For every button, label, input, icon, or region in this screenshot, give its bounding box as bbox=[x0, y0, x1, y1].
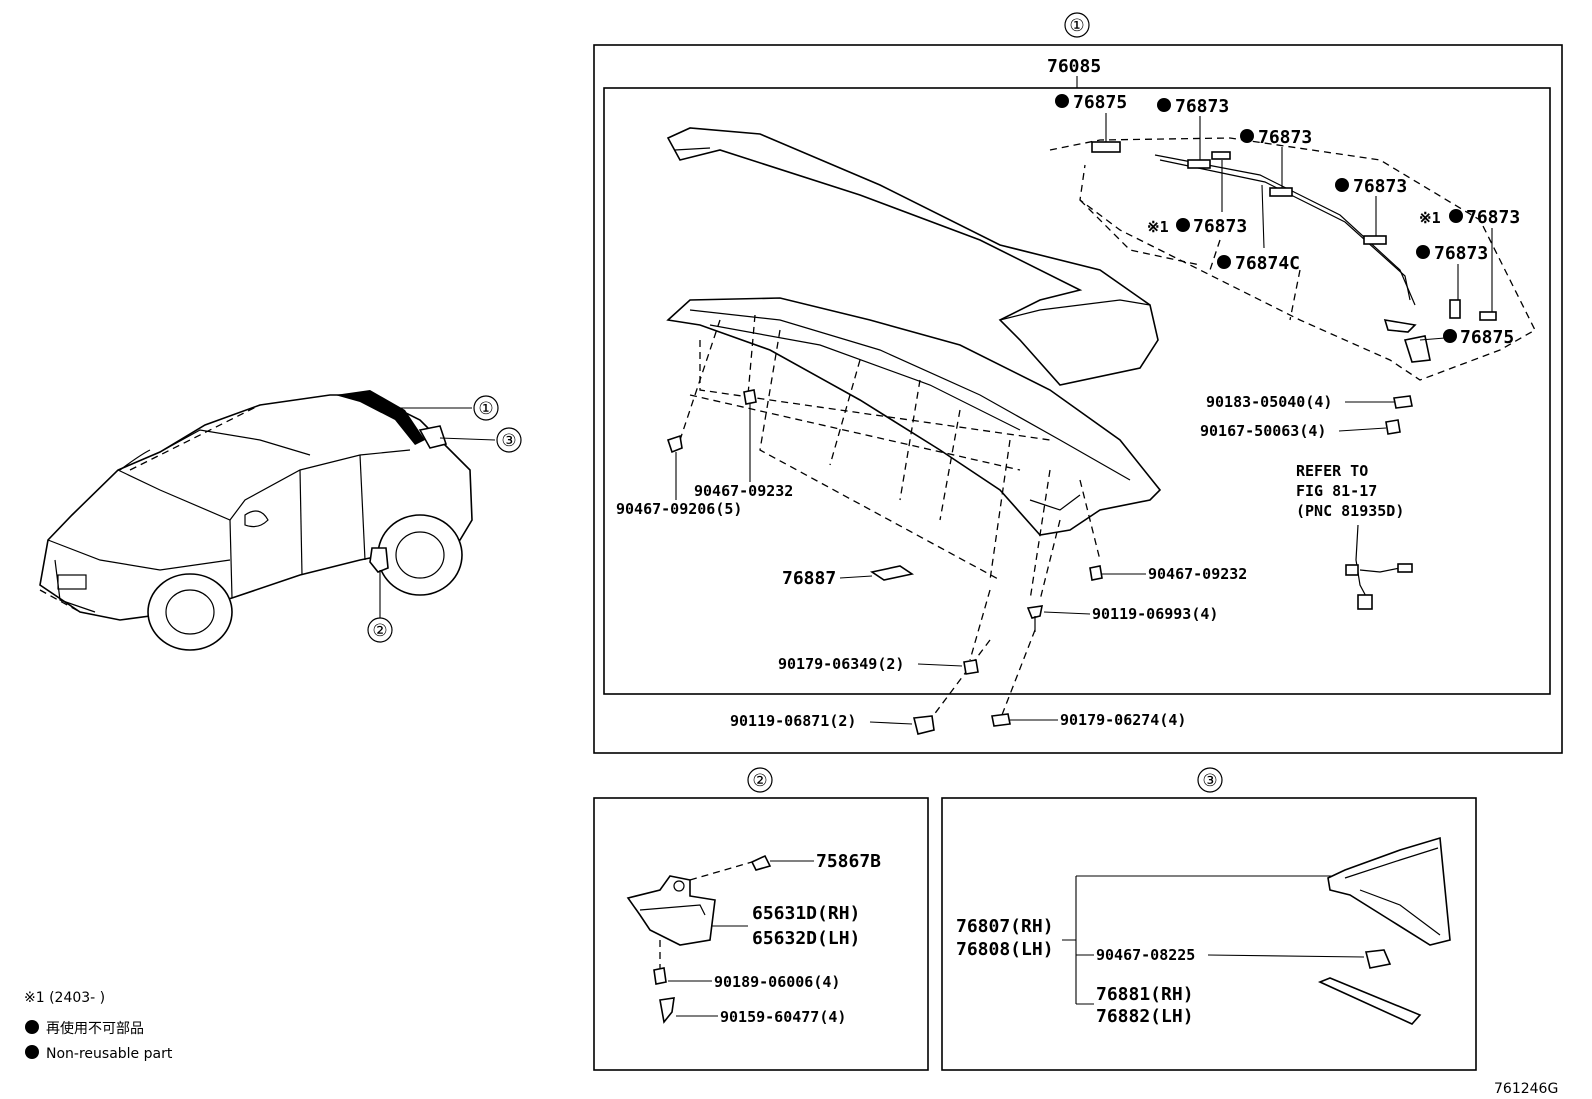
group1-outer-frame bbox=[593, 44, 1563, 754]
fastener-glyphs bbox=[666, 389, 1413, 735]
star-mark-label: ※1 bbox=[1147, 218, 1169, 236]
part-65631d-65632d[interactable]: 65631D(RH) 65632D(LH) bbox=[712, 903, 860, 949]
fastener-guide-lines bbox=[679, 239, 1301, 721]
part-75867b[interactable]: 75867B bbox=[770, 851, 881, 872]
clip-76875-bottom[interactable]: 76875 bbox=[1419, 327, 1514, 348]
part-90467-09232-right[interactable]: 90467-09232 bbox=[1102, 565, 1247, 583]
spoiler-upper-panel bbox=[666, 127, 1159, 386]
callout-3-text: ③ bbox=[501, 431, 516, 451]
clip-76873-f-label: 76873 bbox=[1434, 243, 1488, 264]
assembly-76085-label: 76085 bbox=[1047, 56, 1101, 77]
part-90179-06349[interactable]: 90179-06349(2) bbox=[778, 655, 963, 673]
clip-76873-e-label: 76873 bbox=[1466, 207, 1520, 228]
part-90119-06993[interactable]: 90119-06993(4) bbox=[1043, 605, 1218, 623]
vehicle-callout-3[interactable]: ③ bbox=[496, 427, 522, 453]
part-76881-76882[interactable]: 76881(RH) 76882(LH) bbox=[1076, 984, 1194, 1027]
strip-76874c[interactable]: 76874C bbox=[1217, 184, 1300, 274]
clip-76875-bottom-label: 76875 bbox=[1460, 327, 1514, 348]
group1-header: ① bbox=[1064, 12, 1090, 38]
part-90467-08225[interactable]: 90467-08225 bbox=[1076, 946, 1365, 964]
part-76808-label: 76808(LH) bbox=[956, 939, 1054, 960]
part-76887-label: 76887 bbox=[782, 568, 836, 589]
refer-line3: (PNC 81935D) bbox=[1296, 502, 1404, 520]
legend: ※1 (2403- ) 再使用不可部品 Non-reusable part bbox=[24, 990, 173, 1062]
refer-note[interactable]: REFER TO FIG 81-17 (PNC 81935D) bbox=[1296, 462, 1404, 520]
part-90159-60477[interactable]: 90159-60477(4) bbox=[676, 1008, 846, 1026]
refer-line2: FIG 81-17 bbox=[1296, 482, 1377, 500]
clip-76873-c-label: 76873 bbox=[1353, 176, 1407, 197]
part-90183-label: 90183-05040(4) bbox=[1206, 393, 1332, 411]
clip-76873-a[interactable]: 76873 bbox=[1157, 96, 1229, 160]
part-90189-06006[interactable]: 90189-06006(4) bbox=[668, 973, 840, 991]
part-90167-label: 90167-50063(4) bbox=[1200, 422, 1326, 440]
part-90467-09232-right-label: 90467-09232 bbox=[1148, 565, 1247, 583]
group3-parts-drawing bbox=[1317, 836, 1451, 1025]
callout-2-text: ② bbox=[372, 621, 387, 641]
part-90179-06274-label: 90179-06274(4) bbox=[1060, 711, 1186, 729]
vehicle-callout-1[interactable]: ① bbox=[473, 395, 499, 421]
part-76807-label: 76807(RH) bbox=[956, 916, 1054, 937]
group2-number: ② bbox=[752, 771, 767, 791]
legend-en: Non-reusable part bbox=[46, 1046, 173, 1062]
part-76887[interactable]: 76887 bbox=[782, 568, 873, 589]
group2-parts-drawing bbox=[626, 854, 772, 1024]
group3-header: ③ bbox=[1197, 767, 1223, 793]
clip-76873-b-label: 76873 bbox=[1258, 127, 1312, 148]
clip-76875-top[interactable]: 76875 bbox=[1055, 92, 1127, 142]
part-76882-label: 76882(LH) bbox=[1096, 1006, 1194, 1027]
part-90467-09206-label: 90467-09206(5) bbox=[616, 500, 742, 518]
group2-header: ② bbox=[747, 767, 773, 793]
refer-line1: REFER TO bbox=[1296, 462, 1368, 480]
clip-76873-b[interactable]: 76873 bbox=[1240, 127, 1312, 188]
vehicle-overview bbox=[39, 390, 496, 651]
legend-jp: 再使用不可部品 bbox=[46, 1020, 144, 1037]
part-65631d-label: 65631D(RH) bbox=[752, 903, 860, 924]
part-90467-09232-top[interactable]: 90467-09232 bbox=[694, 404, 793, 500]
clip-76873-d-label: 76873 bbox=[1193, 216, 1247, 237]
part-90467-09206[interactable]: 90467-09206(5) bbox=[616, 452, 742, 518]
clip-76873-f[interactable]: 76873 bbox=[1416, 243, 1488, 300]
part-75867b-label: 75867B bbox=[816, 851, 881, 872]
part-90159-label: 90159-60477(4) bbox=[720, 1008, 846, 1026]
clip-76873-e-star[interactable]: ※1 76873 bbox=[1419, 207, 1520, 312]
clip-76873-c[interactable]: 76873 bbox=[1335, 176, 1407, 236]
clip-76873-d-star[interactable]: ※1 76873 bbox=[1147, 160, 1247, 237]
group3-frame bbox=[941, 797, 1477, 1071]
part-90467-08225-label: 90467-08225 bbox=[1096, 946, 1195, 964]
part-76807-76808[interactable]: 76807(RH) 76808(LH) bbox=[956, 875, 1332, 1004]
clip-76873-a-label: 76873 bbox=[1175, 96, 1229, 117]
part-90179-06274[interactable]: 90179-06274(4) bbox=[1010, 711, 1186, 729]
part-90167-50063[interactable]: 90167-50063(4) bbox=[1200, 422, 1387, 440]
star-mark-label-2: ※1 bbox=[1419, 209, 1441, 227]
wire-harness bbox=[1345, 524, 1413, 610]
part-76881-label: 76881(RH) bbox=[1096, 984, 1194, 1005]
part-90119-06871[interactable]: 90119-06871(2) bbox=[730, 712, 913, 730]
part-90119-06871-label: 90119-06871(2) bbox=[730, 712, 856, 730]
group2-frame bbox=[593, 797, 929, 1071]
vehicle-callout-2[interactable]: ② bbox=[367, 617, 393, 643]
clip-76875-top-label: 76875 bbox=[1073, 92, 1127, 113]
group1-number: ① bbox=[1069, 16, 1084, 36]
group3-number: ③ bbox=[1202, 771, 1217, 791]
part-90183-05040[interactable]: 90183-05040(4) bbox=[1206, 393, 1394, 411]
legend-note1: ※1 (2403- ) bbox=[24, 990, 105, 1006]
part-90179-06349-label: 90179-06349(2) bbox=[778, 655, 904, 673]
strip-76874c-label: 76874C bbox=[1235, 253, 1300, 274]
part-90189-label: 90189-06006(4) bbox=[714, 973, 840, 991]
part-90467-09232-top-label: 90467-09232 bbox=[694, 482, 793, 500]
part-90119-06993-label: 90119-06993(4) bbox=[1092, 605, 1218, 623]
clip-strip-outline bbox=[1049, 137, 1536, 381]
callout-1-text: ① bbox=[478, 399, 493, 419]
part-65632d-label: 65632D(LH) bbox=[752, 928, 860, 949]
figure-id: 761246G bbox=[1494, 1081, 1558, 1097]
